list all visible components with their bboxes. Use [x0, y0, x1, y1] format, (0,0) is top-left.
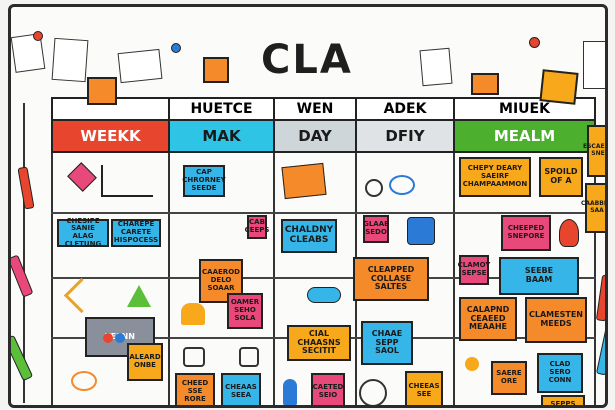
- header-cell: ADEK: [357, 99, 455, 119]
- sticky-note: CAABBEO SAA: [581, 183, 605, 233]
- sticky-note: CAP CHRORNEY SEEDE: [182, 165, 226, 197]
- header-row: HUETCE WEN ADEK MIUEK: [51, 97, 596, 121]
- paper-note: [117, 48, 163, 84]
- pushpin-icon: [33, 31, 43, 41]
- grid-line: [51, 212, 596, 214]
- orange-sticky-note: [471, 73, 499, 95]
- speech-bubble-icon: [389, 175, 415, 195]
- sticky-note: CHEPY DEARY SAEIRF CHAMPAAMMON: [459, 157, 531, 197]
- header-cell: WEN: [275, 99, 357, 119]
- chat-icon: [239, 347, 259, 367]
- sticky-note: CHEAAS SEEA: [221, 373, 261, 405]
- sticky-note: SAERE ORE: [491, 361, 527, 395]
- sticky-note: SEPPS: [541, 395, 585, 405]
- category-dfiy: DFIY: [357, 121, 455, 151]
- grid-line: [273, 153, 275, 405]
- pushpin-icon: [171, 43, 181, 53]
- sticky-note: ESCAESE SNE: [583, 125, 605, 177]
- sticky-note: ALEARD ONBE: [127, 343, 163, 381]
- category-day: DAY: [275, 121, 357, 151]
- person-icon: [283, 379, 297, 405]
- paper-note: [583, 41, 605, 89]
- line-chart-icon: [101, 165, 153, 197]
- grid-line: [594, 153, 596, 405]
- sticky-note: GLAAE SEDO: [363, 215, 389, 243]
- butterfly-icon: [181, 303, 205, 325]
- blue-marker-icon: [595, 324, 605, 376]
- red-marker-icon: [17, 166, 35, 210]
- sticky-note: CLAD SERO CONN: [537, 353, 583, 393]
- orange-sticky-note: [87, 77, 117, 105]
- whiteboard: CLA HUETCE WEN ADEK MIUEK WEEKK MAK DAY …: [8, 4, 608, 408]
- header-blank: [53, 99, 170, 119]
- sticky-note: CHAREPE CARETE HISPOCESS: [111, 219, 161, 247]
- flower-icon: [559, 219, 579, 247]
- sticky-note: CHEEPED SNEPORE: [501, 215, 551, 251]
- category-weekk: WEEKK: [53, 121, 170, 151]
- header-cell: HUETCE: [170, 99, 275, 119]
- sticky-note: CHEEAS SEE: [405, 371, 443, 405]
- mountain-icon: [127, 285, 151, 307]
- sticky-note: CLEAPPED COLLASE SALTES: [353, 257, 429, 301]
- sticky-note: CHALDNY CLEABS: [281, 219, 337, 253]
- grid-line: [168, 153, 170, 405]
- orange-sticky-note: [203, 57, 229, 83]
- board-title: CLA: [261, 37, 353, 83]
- category-mak: MAK: [170, 121, 275, 151]
- cloud-icon: [307, 287, 341, 303]
- grid-line: [51, 153, 53, 405]
- sticky-note: CHAAE SEPP SAOL: [361, 321, 413, 365]
- grid-line: [453, 153, 455, 405]
- arrow-line: [23, 103, 25, 403]
- sticky-note: CHEED SSE RORE: [175, 373, 215, 405]
- sticky-note: CHESIPE SANIE ALAG CLETUNG: [57, 217, 109, 248]
- yellow-sticky-note: [539, 69, 579, 105]
- sticky-note: CLAMESTEN MEEDS: [525, 297, 587, 343]
- category-row: WEEKK MAK DAY DFIY MEALM: [51, 121, 596, 153]
- pushpin-icon: [529, 37, 540, 48]
- red-dot-icon: [103, 333, 113, 343]
- sticky-note: CLAMOY SEPSE: [458, 255, 490, 285]
- sticky-note: CIAL CHAASNS SECITIT: [287, 325, 351, 361]
- sticky-note: CAB CEEPS: [245, 215, 269, 239]
- shape-icon: [67, 162, 97, 192]
- sun-icon: [465, 357, 479, 371]
- chat-icon: [183, 347, 205, 367]
- clock-icon: [359, 379, 387, 405]
- sticky-note: SPOILD OF A: [539, 157, 583, 197]
- sticky-note: OAMER SEHO SOLA: [227, 293, 263, 329]
- category-mealm: MEALM: [455, 121, 594, 151]
- red-marker-icon: [595, 274, 605, 322]
- blue-dot-icon: [115, 333, 125, 343]
- puzzle-icon: [407, 217, 435, 245]
- green-marker-icon: [11, 334, 34, 382]
- paper-note: [419, 47, 453, 87]
- speech-bubble-icon: [71, 371, 97, 391]
- grid-line: [51, 277, 596, 279]
- sticky-note: CALAPND CEAEED MEAAHE: [459, 297, 517, 341]
- header-cell: MIUEK: [455, 99, 594, 119]
- gear-icon: [365, 179, 383, 197]
- pink-marker-icon: [11, 254, 34, 298]
- sticky-note: SEEBE BAAM: [499, 257, 579, 295]
- sticky-note: CAETED SEIO: [311, 373, 345, 405]
- paper-note: [51, 37, 89, 83]
- envelope-icon: [281, 162, 327, 200]
- crossed-swords-icon: [63, 277, 100, 314]
